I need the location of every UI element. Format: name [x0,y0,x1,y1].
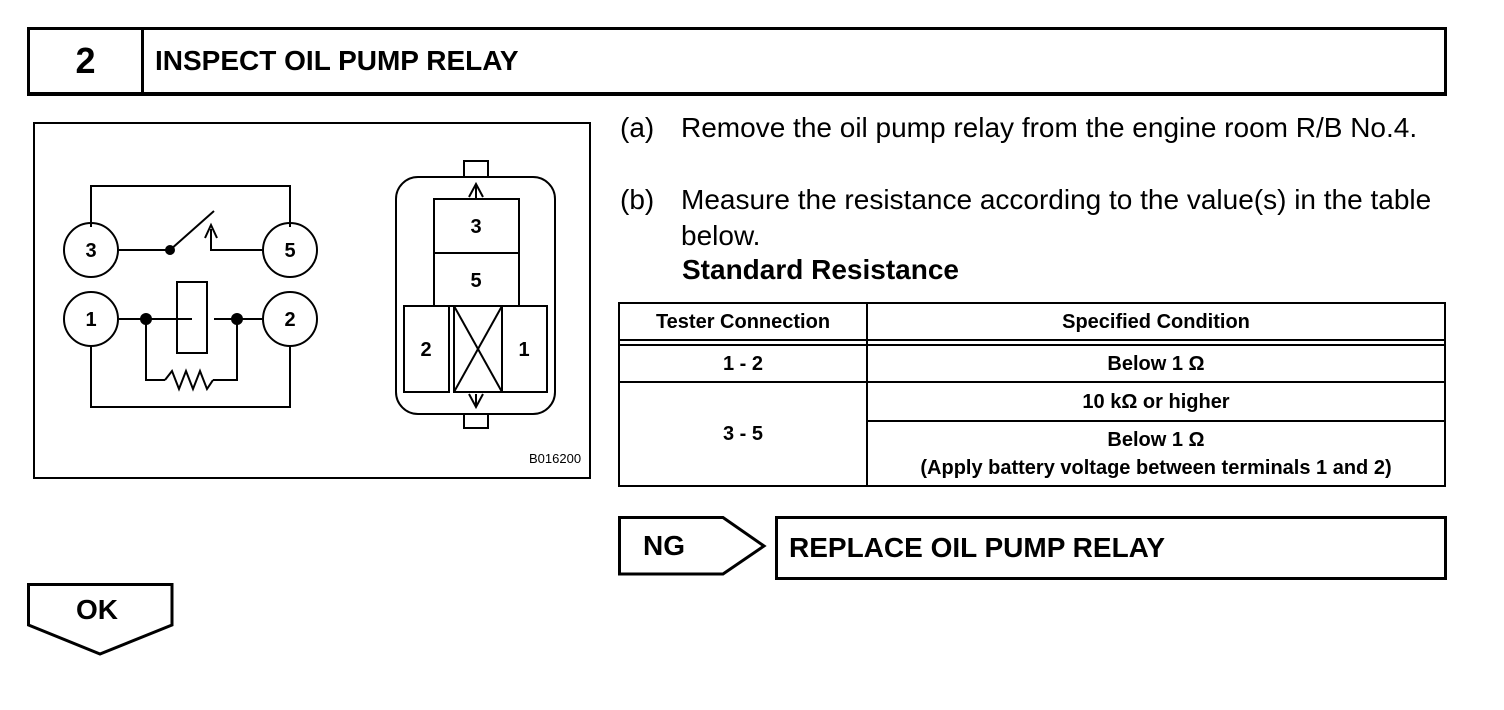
spec-table: Tester Connection Specified Condition 1 … [618,302,1446,487]
instruction-text: Measure the resistance according to the … [681,184,1432,251]
relay-label-2: 2 [420,339,431,361]
table-header-condition: Specified Condition [1062,311,1250,333]
ok-label: OK [76,594,118,625]
switch-blade [169,210,215,251]
coil-symbol [176,281,208,354]
circuit-bottom-wire [90,345,291,408]
circuit-top-wire [90,185,291,227]
circuit-label-3: 3 [85,240,96,262]
figure-code: B016200 [529,451,582,466]
circuit-terminal-3 [63,222,119,278]
table-row1-condition: Below 1 Ω [1107,352,1205,375]
table-row1-connection: 1 - 2 [722,352,764,375]
circuit-terminal-2 [262,291,318,347]
relay-label-1: 1 [518,339,529,361]
standard-resistance-label: Standard Resistance [682,254,959,285]
ng-action-box: REPLACE OIL PUMP RELAY [775,516,1447,580]
instruction-tag: (a) [620,112,655,143]
relay-label-3: 3 [470,216,481,238]
circuit-label-2: 2 [284,309,295,331]
ok-arrow [27,583,174,656]
table-row2-connection: 3 - 5 [722,423,764,445]
relay-figure: 3 5 1 2 3 5 2 1 B016200 [33,122,591,479]
circuit-terminal-5 [262,222,318,278]
relay-body [395,176,556,415]
circuit-label-5: 5 [284,240,295,262]
circuit-label-1: 1 [85,309,96,331]
relay-terminal-1-box [501,305,548,393]
table-row2-condition-a: 10 kΩ or higher [1082,390,1230,413]
circuit-terminal-1 [63,291,119,347]
table-row2-condition-b-note: (Apply battery voltage between terminals… [920,456,1392,479]
step-number: 2 [30,30,144,92]
ng-label: NG [643,530,685,561]
step-header: 2 INSPECT OIL PUMP RELAY [27,27,1447,96]
table-row2-condition-b: Below 1 Ω [1107,428,1205,451]
table-header-connection: Tester Connection [655,311,831,333]
relay-terminal-2-box [403,305,450,393]
step-title: INSPECT OIL PUMP RELAY [155,45,519,76]
relay-label-5: 5 [470,270,481,292]
relay-diagram: 3 5 1 2 3 5 2 1 [63,160,556,429]
instruction-text: Remove the oil pump relay from the engin… [681,112,1418,143]
instruction-tag: (b) [620,184,655,215]
ng-arrow [618,516,767,576]
table-row2-condition-b-cell: Below 1 Ω (Apply battery voltage between… [868,422,1444,485]
